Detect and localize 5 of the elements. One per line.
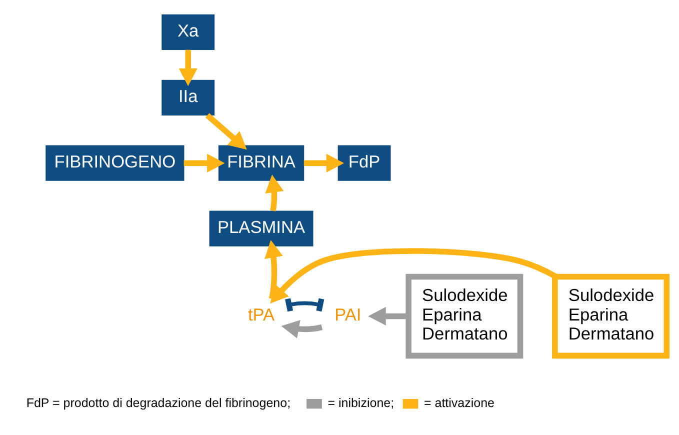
legend-label: = attivazione (424, 396, 495, 410)
node-text: PAI (334, 304, 362, 324)
label: FdP = prodotto di degradazione del fibrinogeno; (26, 396, 291, 410)
legend-label: = inibizione; (328, 396, 394, 410)
node-text: tPA (248, 304, 275, 324)
